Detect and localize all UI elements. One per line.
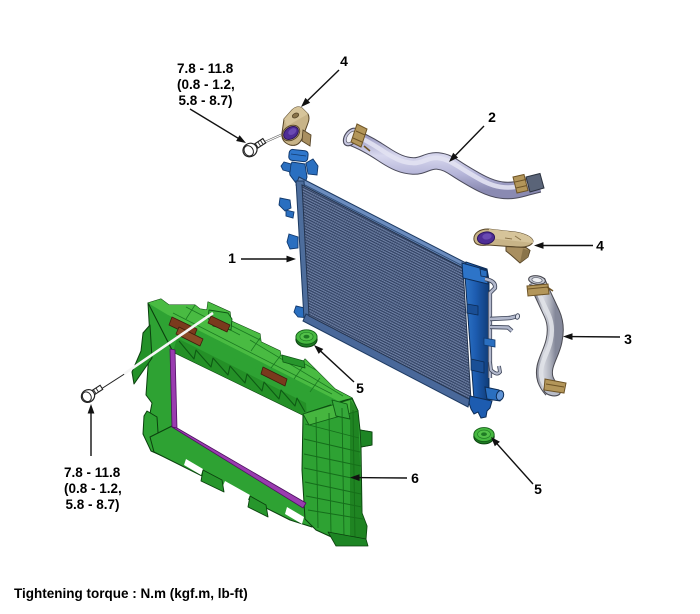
svg-text:1: 1 [228, 250, 236, 266]
svg-text:3: 3 [624, 331, 632, 347]
svg-text:(0.8 - 1.2,: (0.8 - 1.2, [64, 481, 122, 496]
svg-text:5.8 - 8.7): 5.8 - 8.7) [179, 93, 233, 108]
svg-text:2: 2 [488, 109, 496, 125]
svg-text:5: 5 [356, 380, 364, 396]
svg-text:7.8 - 11.8: 7.8 - 11.8 [177, 61, 234, 76]
svg-text:Tightening torque : N.m (kgf.m: Tightening torque : N.m (kgf.m, lb-ft) [14, 586, 248, 601]
svg-text:7.8 - 11.8: 7.8 - 11.8 [64, 465, 121, 480]
svg-text:4: 4 [340, 53, 348, 69]
svg-text:6: 6 [411, 470, 419, 486]
svg-text:4: 4 [596, 238, 604, 254]
svg-text:(0.8 - 1.2,: (0.8 - 1.2, [177, 77, 235, 92]
svg-text:5: 5 [534, 481, 542, 497]
svg-text:5.8 - 8.7): 5.8 - 8.7) [66, 497, 120, 512]
